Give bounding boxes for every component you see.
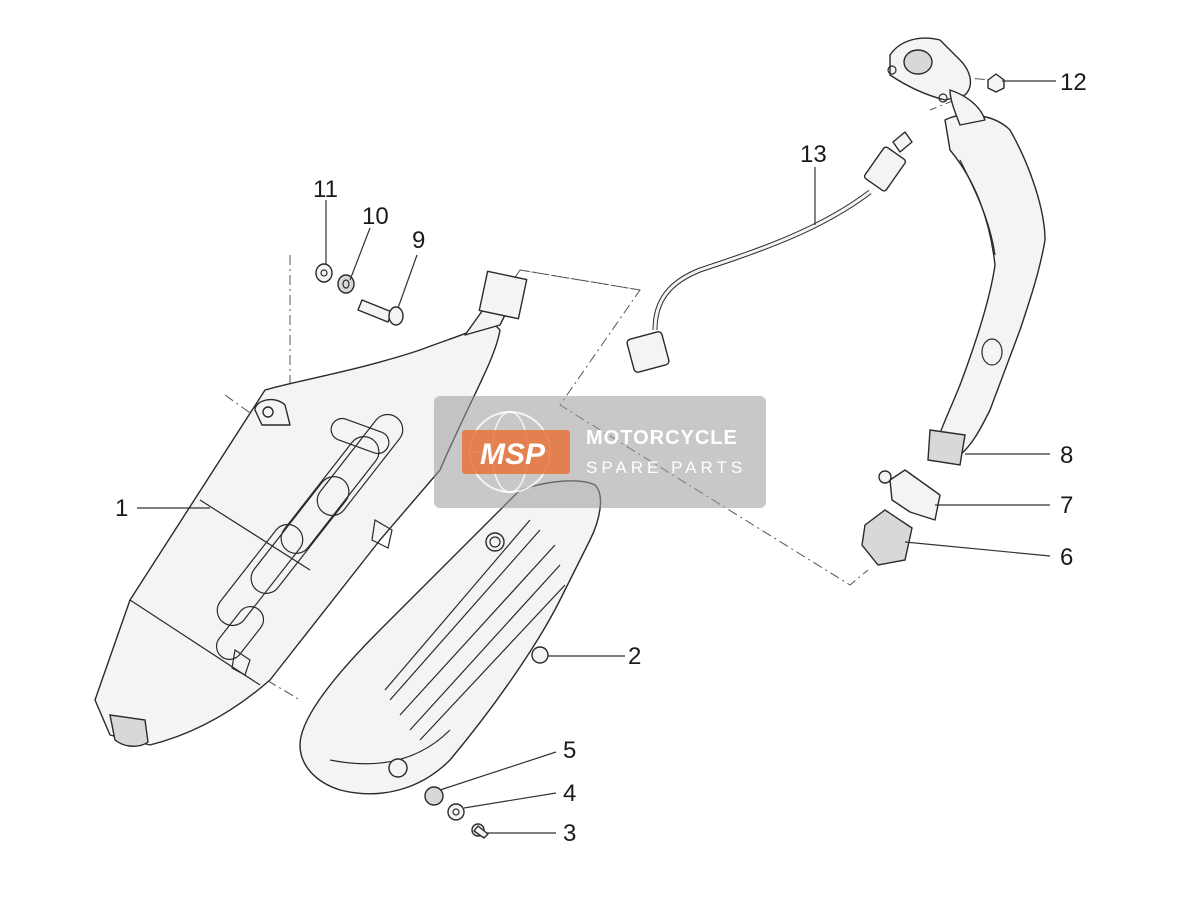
callout-8: 8 [1060,442,1073,469]
nut-part-12 [987,73,1005,93]
screw-part-9 [357,299,404,326]
sleeve-part-6 [861,509,913,566]
callout-5: 5 [563,737,576,764]
callout-2: 2 [628,643,641,670]
callout-3: 3 [563,820,576,847]
muffler-ribs [215,413,404,660]
callout-6: 6 [1060,544,1073,571]
screw-part-3 [471,823,489,839]
clamp-part-7 [878,469,941,521]
heat-shield-part-2 [299,480,602,795]
muffler-part-1 [94,270,528,747]
exhaust-pipe-part-8 [887,37,1046,466]
callout-4: 4 [563,780,576,807]
callout-7: 7 [1060,492,1073,519]
callout-13: 13 [800,141,827,168]
watermark-logo: MSP [480,438,546,471]
leader-lines [137,80,1056,834]
lambda-sensor-part-13 [626,131,913,373]
grommet-part-5 [424,786,444,806]
washer-part-4 [447,803,465,821]
washer-part-10 [337,274,355,294]
callout-10: 10 [362,203,389,230]
washer-part-11 [315,263,333,283]
callout-12: 12 [1060,69,1087,96]
callout-1: 1 [115,495,128,522]
callout-labels: 1 2 3 4 5 6 7 8 9 10 11 12 13 [115,69,1087,847]
watermark: MSP MOTORCYCLE SPARE PARTS [434,396,766,508]
heat-shield-slots [384,519,566,741]
callout-9: 9 [412,227,425,254]
callout-11: 11 [313,176,338,203]
watermark-title: MOTORCYCLE [586,427,738,449]
watermark-subtitle: SPARE PARTS [586,458,746,477]
